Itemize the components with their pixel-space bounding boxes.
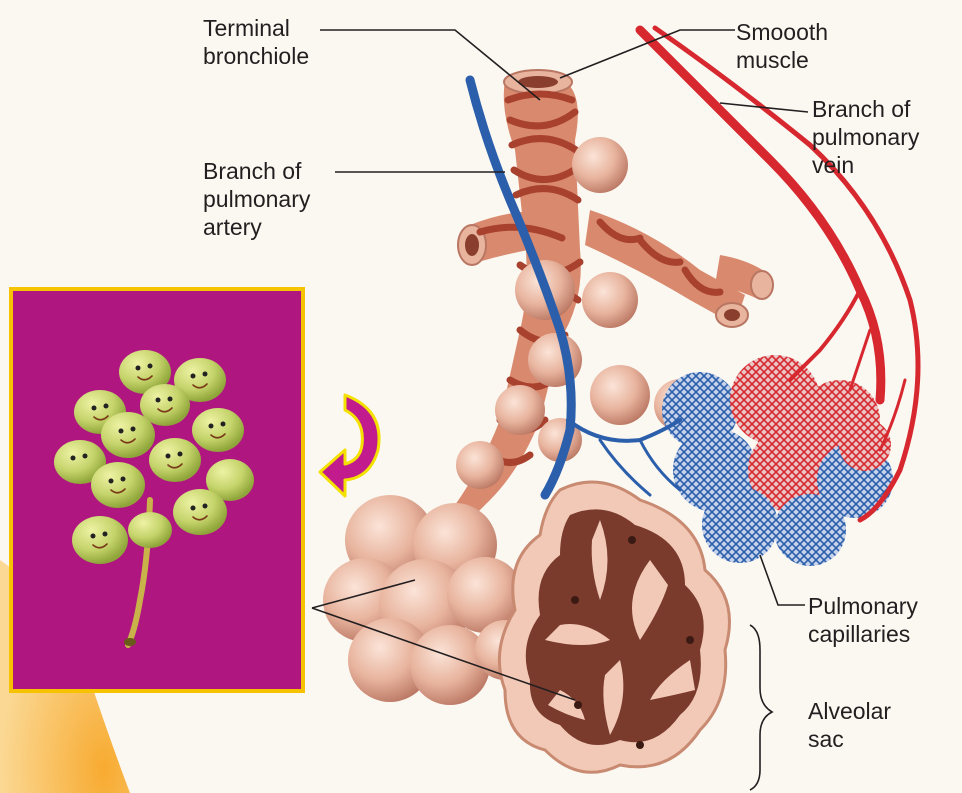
capillary-network <box>662 355 893 566</box>
alveolar-sac-section <box>499 482 729 772</box>
label-smooth-muscle: Smoooth muscle <box>736 18 828 74</box>
inset-grape-photo <box>11 289 303 691</box>
label-pulmonary-artery: Branch of pulmonary artery <box>203 157 310 241</box>
label-pulmonary-capillaries: Pulmonary capillaries <box>808 592 918 648</box>
bracket-alveolar-sac <box>750 625 772 790</box>
label-alveolar-sac: Alveolar sac <box>808 697 891 753</box>
curved-arrow-icon <box>320 395 379 496</box>
label-terminal-bronchiole: Terminal bronchiole <box>203 14 309 70</box>
label-pulmonary-vein: Branch of pulmonary vein <box>812 95 919 179</box>
